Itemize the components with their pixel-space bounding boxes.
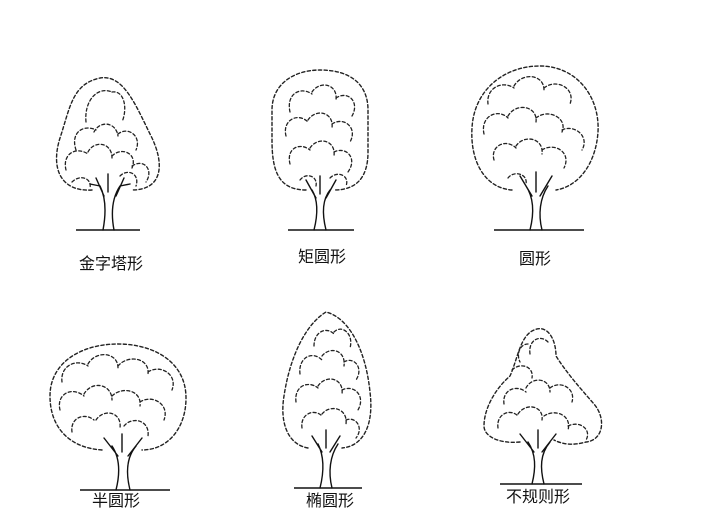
tree-semicircle: 半圆形 <box>50 344 186 510</box>
tree-pyramid: 金字塔形 <box>57 78 160 273</box>
oval-trunk <box>312 430 340 488</box>
tree-oval: 椭圆形 <box>283 312 371 510</box>
semicircle-trunk <box>104 434 142 490</box>
oblong-inner-foliage <box>285 85 354 186</box>
oblong-trunk <box>306 176 336 230</box>
pyramid-trunk <box>90 174 130 230</box>
round-canopy-outline <box>472 66 598 190</box>
oval-label: 椭圆形 <box>306 491 354 510</box>
semicircle-inner-foliage <box>59 355 173 436</box>
semicircle-label: 半圆形 <box>92 491 140 510</box>
pyramid-label: 金字塔形 <box>79 254 143 273</box>
tree-irregular: 不规则形 <box>484 329 602 506</box>
irregular-trunk <box>520 430 556 484</box>
pyramid-canopy-outline <box>57 78 160 190</box>
oblong-label: 矩圆形 <box>298 247 346 266</box>
round-label: 圆形 <box>519 249 551 268</box>
irregular-inner-foliage <box>498 338 588 440</box>
oval-inner-foliage <box>296 329 361 438</box>
tree-oblong: 矩圆形 <box>272 70 368 266</box>
round-trunk <box>520 172 552 230</box>
round-inner-foliage <box>483 77 584 184</box>
tree-round: 圆形 <box>472 66 598 268</box>
oblong-canopy-outline <box>272 70 368 190</box>
irregular-label: 不规则形 <box>506 487 570 506</box>
pyramid-inner-foliage <box>65 91 149 188</box>
semicircle-canopy-outline <box>50 344 186 450</box>
